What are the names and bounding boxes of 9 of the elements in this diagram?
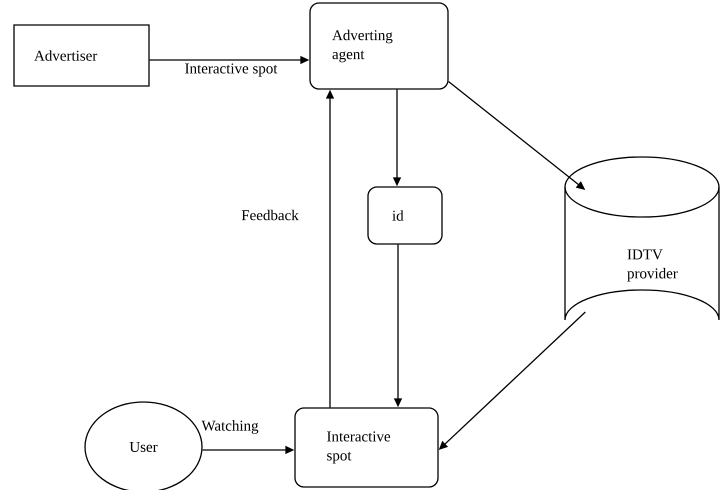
- database-cylinder: IDTV provider: [564, 156, 720, 321]
- process-box: Interactive spot: [294, 407, 439, 488]
- edge-label: Watching: [200, 419, 260, 435]
- edge-label: Interactive spot: [184, 62, 278, 78]
- process-box: Adverting agent: [309, 2, 449, 90]
- edge-label: Feedback: [240, 208, 300, 222]
- node-label: IDTV provider: [627, 249, 678, 282]
- process-box: Advertiser: [13, 24, 150, 87]
- process-box: id: [367, 186, 443, 245]
